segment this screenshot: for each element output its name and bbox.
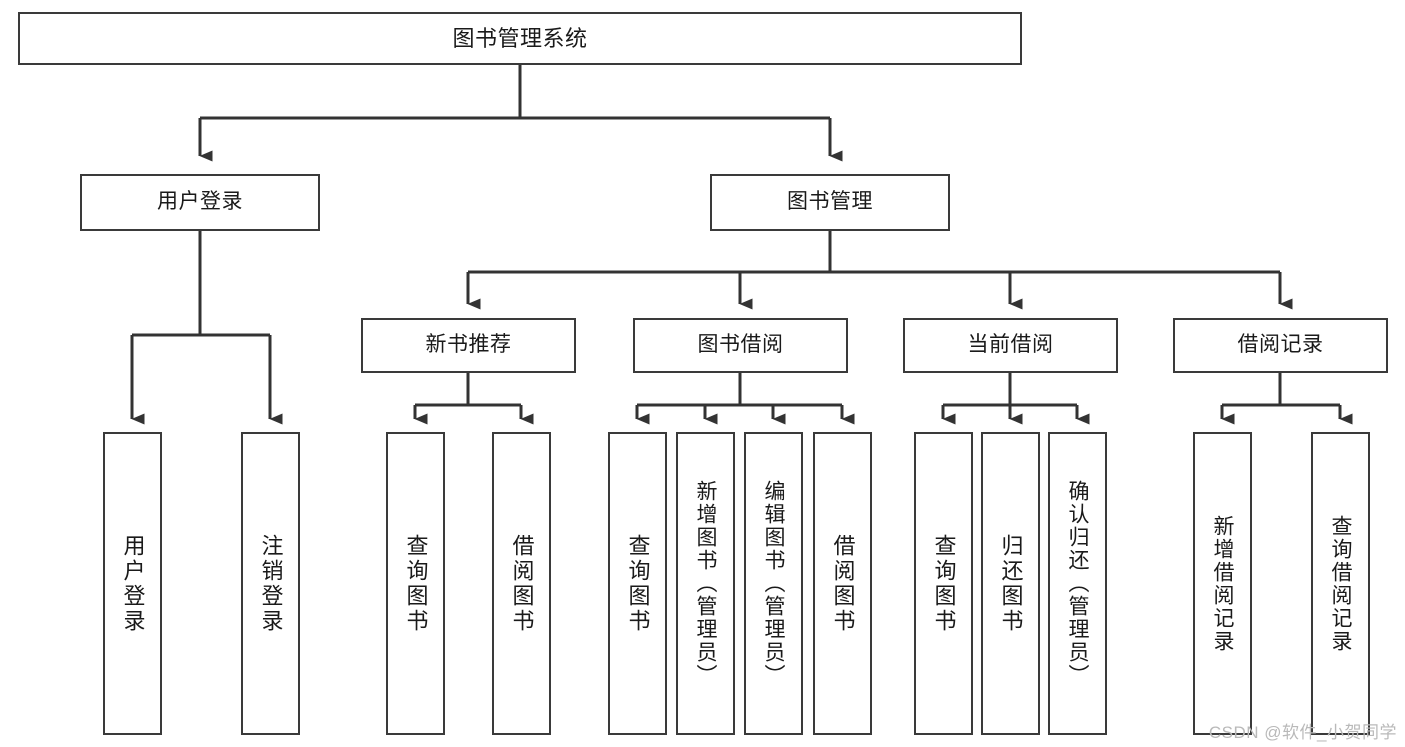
- node-label: 图书借阅: [697, 333, 784, 357]
- node-label: 图书管理系统: [452, 25, 588, 51]
- node-label: 借阅图书: [830, 533, 856, 634]
- node-borrow-record[interactable]: 借阅记录: [1173, 318, 1388, 373]
- node-new-book-recommend[interactable]: 新书推荐: [361, 318, 576, 373]
- node-root-system[interactable]: 图书管理系统: [18, 12, 1022, 65]
- node-label: 编辑图书（管理员）: [762, 480, 785, 687]
- leaf-borrow-book-1[interactable]: 借阅图书: [492, 432, 551, 735]
- leaf-logout-login[interactable]: 注销登录: [241, 432, 300, 735]
- node-label: 借阅图书: [509, 533, 535, 634]
- node-label: 新书推荐: [425, 333, 512, 357]
- node-label: 当前借阅: [967, 333, 1054, 357]
- leaf-add-borrow-record[interactable]: 新增借阅记录: [1193, 432, 1252, 735]
- node-book-manage[interactable]: 图书管理: [710, 174, 950, 231]
- node-label: 新增图书（管理员）: [694, 480, 717, 687]
- node-label: 查询图书: [625, 533, 651, 634]
- leaf-query-book-3[interactable]: 查询图书: [914, 432, 973, 735]
- leaf-add-book-admin[interactable]: 新增图书（管理员）: [676, 432, 735, 735]
- leaf-borrow-book-2[interactable]: 借阅图书: [813, 432, 872, 735]
- node-label: 借阅记录: [1237, 333, 1324, 357]
- node-label: 新增借阅记录: [1211, 514, 1234, 653]
- node-label: 图书管理: [787, 190, 873, 214]
- leaf-confirm-return-admin[interactable]: 确认归还（管理员）: [1048, 432, 1107, 735]
- node-label: 确认归还（管理员）: [1066, 480, 1089, 687]
- node-label: 用户登录: [120, 533, 146, 634]
- leaf-query-book-1[interactable]: 查询图书: [386, 432, 445, 735]
- leaf-query-book-2[interactable]: 查询图书: [608, 432, 667, 735]
- leaf-query-borrow-record[interactable]: 查询借阅记录: [1311, 432, 1370, 735]
- node-current-borrow[interactable]: 当前借阅: [903, 318, 1118, 373]
- leaf-return-book[interactable]: 归还图书: [981, 432, 1040, 735]
- node-book-borrow[interactable]: 图书借阅: [633, 318, 848, 373]
- node-label: 注销登录: [258, 533, 284, 634]
- leaf-user-login[interactable]: 用户登录: [103, 432, 162, 735]
- node-label: 查询图书: [931, 533, 957, 634]
- node-label: 查询图书: [403, 533, 429, 634]
- node-label: 归还图书: [998, 533, 1024, 634]
- watermark-text: CSDN @软件_小贺同学: [1208, 723, 1397, 742]
- leaf-edit-book-admin[interactable]: 编辑图书（管理员）: [744, 432, 803, 735]
- node-user-login[interactable]: 用户登录: [80, 174, 320, 231]
- node-label: 查询借阅记录: [1329, 514, 1352, 653]
- node-label: 用户登录: [157, 190, 243, 214]
